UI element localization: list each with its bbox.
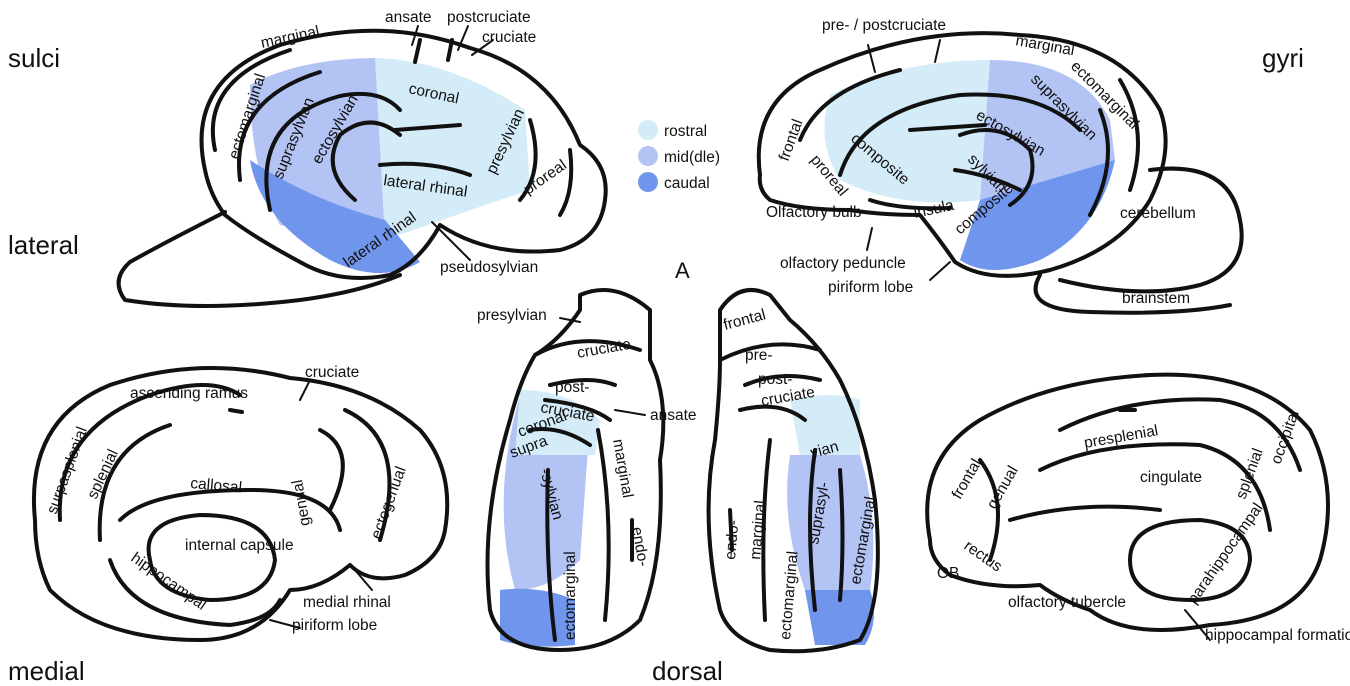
- label-piriform-lobe: piriform lobe: [292, 617, 377, 634]
- label-cingulate: cingulate: [1140, 469, 1202, 486]
- label-ansate: ansate: [650, 407, 697, 424]
- label-brainstem: brainstem: [1122, 290, 1190, 307]
- label-panel-a: A: [675, 258, 690, 283]
- legend-label-rostral: rostral: [664, 123, 707, 140]
- label-dorsal: dorsal: [652, 656, 723, 686]
- dorsal-gyri-view: frontal pre- post- cruciate vian suprasy…: [709, 290, 880, 651]
- label-ectomarginal-a: ectomarginal: [777, 550, 802, 640]
- dorsal-sulci-view: presylvian cruciate post- cruciate ansat…: [477, 290, 697, 650]
- label-occipital: occipital: [1268, 408, 1303, 466]
- label-olfactory-tubercle: olfactory tubercle: [1008, 594, 1126, 611]
- legend: rostral mid(dle) caudal: [638, 120, 720, 192]
- label-rectus: rectus: [961, 537, 1006, 575]
- label-cruciate: cruciate: [305, 364, 359, 381]
- label-marginal: marginal: [1014, 32, 1076, 59]
- label-cerebellum: cerebellum: [1120, 205, 1196, 222]
- sulcus-ascending-ramus: [230, 410, 242, 412]
- label-parahippocampal: parahippocampal: [1184, 500, 1266, 607]
- label-postcruciate-a: post-: [758, 371, 792, 388]
- label-surpasplenial: surpasplenial: [44, 425, 91, 517]
- leader-piriform-lobe: [930, 262, 950, 280]
- gyrus-edge-callosal: [1010, 507, 1160, 520]
- medial-sulci-view: cruciate ascending ramus surpasplenial s…: [34, 364, 447, 640]
- sulcus-marginal: [598, 430, 609, 620]
- label-piriform-lobe: piriform lobe: [828, 279, 913, 296]
- sulcus-ansate: [415, 40, 420, 62]
- label-endo: endo-: [722, 519, 742, 560]
- label-ansate: ansate: [385, 9, 432, 26]
- label-splenial: splenial: [84, 447, 122, 502]
- gyrus-edge-ectomarginal: [1120, 80, 1138, 190]
- sulcus-genual: [320, 430, 343, 510]
- legend-label-middle: mid(dle): [664, 149, 720, 166]
- label-pseudosylvian: pseudosylvian: [440, 259, 538, 276]
- label-genual: genual: [289, 478, 314, 527]
- label-marginal: marginal: [747, 500, 769, 561]
- lateral-sulci-view: ansate postcruciate cruciate marginal co…: [119, 9, 606, 306]
- sulcus-surpasplenial: [60, 385, 240, 520]
- label-marginal: marginal: [609, 438, 636, 500]
- leader-ansate: [615, 410, 645, 415]
- label-lateral: lateral: [8, 230, 79, 260]
- label-internal-capsule: internal capsule: [185, 537, 294, 554]
- label-medial-rhinal: medial rhinal: [303, 594, 391, 611]
- medial-gyri-view: presplenial occipital splenial cingulate…: [927, 375, 1350, 644]
- legend-label-caudal: caudal: [664, 175, 710, 192]
- label-gyri: gyri: [1262, 43, 1304, 73]
- label-presylvian: presylvian: [477, 307, 547, 324]
- label-pre-postcruciate: pre- / postcruciate: [822, 17, 946, 34]
- label-hippocampal: hippocampal: [128, 549, 210, 613]
- label-genual: genual: [984, 463, 1022, 512]
- label-olfactory-bulb: Olfactory bulb: [766, 204, 862, 221]
- label-cruciate: cruciate: [482, 29, 536, 46]
- leader-pseudosylvian: [432, 222, 470, 260]
- label-frontal: frontal: [722, 306, 768, 334]
- label-olfactory-peduncle: olfactory peduncle: [780, 255, 906, 272]
- label-hippocampal-formation: hippocampal formation: [1205, 627, 1350, 644]
- label-ascending-ramus: ascending ramus: [130, 385, 248, 402]
- lateral-gyri-view: pre- / postcruciate marginal ectomargina…: [759, 17, 1242, 313]
- legend-swatch-caudal: [638, 172, 658, 192]
- label-precruciate: pre-: [745, 347, 773, 364]
- label-frontal: frontal: [949, 456, 985, 502]
- legend-swatch-middle: [638, 146, 658, 166]
- label-ectomarginal: ectomarginal: [562, 551, 579, 640]
- label-medial: medial: [8, 656, 85, 686]
- leader-olfactory-peduncle: [867, 228, 872, 250]
- leader-pre-postcruciate-b: [935, 40, 940, 62]
- label-postcruciate: postcruciate: [447, 9, 531, 26]
- label-ectogenual: ectogenual: [368, 464, 410, 541]
- label-postcruciate-a: post-: [555, 379, 589, 396]
- label-ob: OB: [937, 565, 959, 582]
- sulcus-splenial: [100, 425, 170, 540]
- legend-swatch-rostral: [638, 120, 658, 140]
- label-sulci: sulci: [8, 43, 60, 73]
- label-marginal: marginal: [259, 23, 321, 52]
- leader-cruciate: [300, 380, 310, 400]
